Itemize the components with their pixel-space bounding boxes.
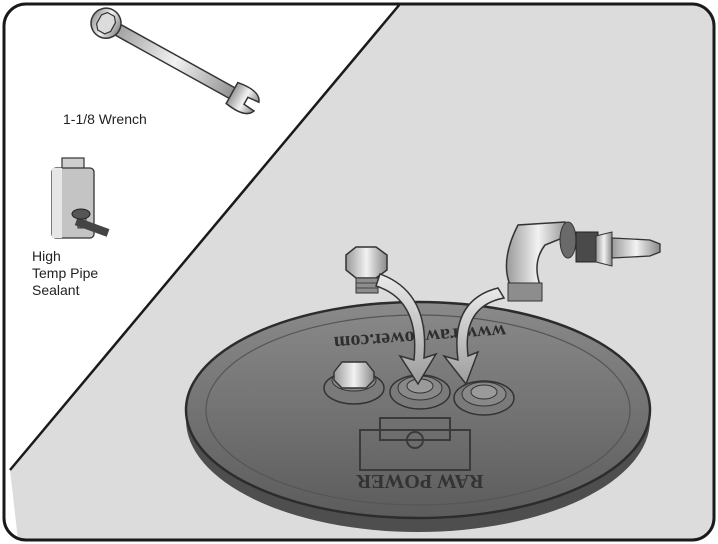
sealant-label: High Temp Pipe Sealant — [32, 248, 98, 299]
sealant-label-line: High — [32, 248, 98, 265]
wrench-label: 1-1/8 Wrench — [63, 111, 147, 128]
sealant-label-line: Sealant — [32, 282, 98, 299]
lid-port-open-2 — [454, 381, 514, 415]
lid-embossed-brand: RAW POWER — [356, 470, 483, 492]
sealant-label-line: Temp Pipe — [32, 265, 98, 282]
